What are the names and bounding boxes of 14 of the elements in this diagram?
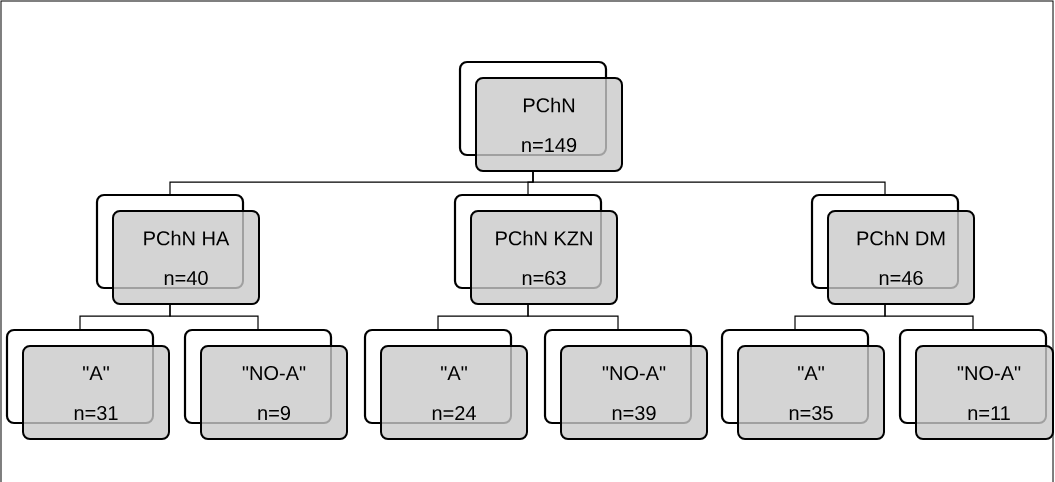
- node-box: "A" n=24: [363, 328, 528, 440]
- connector-line: [527, 304, 619, 330]
- connector-line: [169, 304, 259, 330]
- node-box: "A" n=35: [720, 328, 885, 440]
- node-box: "NO-A" n=9: [183, 328, 348, 440]
- node-box: "A" n=31: [5, 328, 170, 440]
- node-box: PChN DM n=46: [810, 193, 975, 305]
- node-box: "NO-A" n=11: [898, 328, 1054, 440]
- node-box: PChN KZN n=63: [453, 193, 618, 305]
- connector-line: [884, 304, 974, 330]
- node-box: PChN n=149: [458, 60, 623, 172]
- node-box: "NO-A" n=39: [543, 328, 708, 440]
- connector-line: [532, 171, 886, 195]
- node-box: PChN HA n=40: [95, 193, 260, 305]
